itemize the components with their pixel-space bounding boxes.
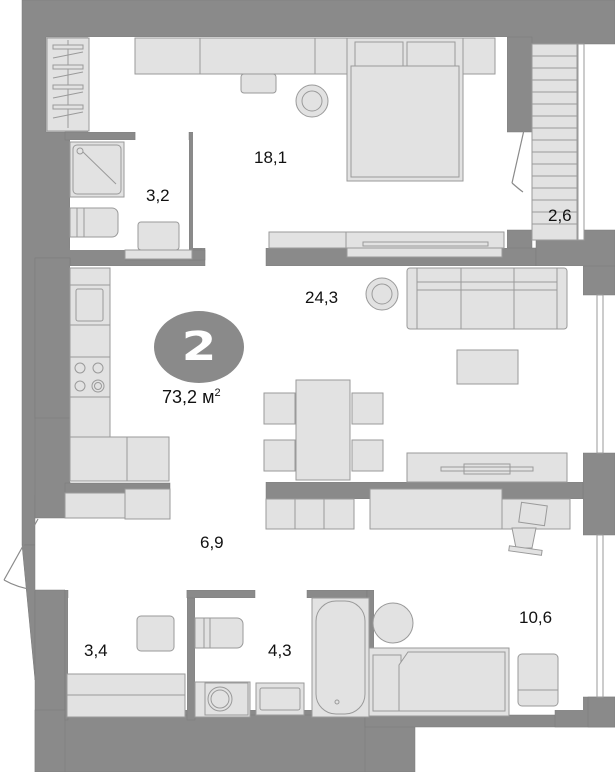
entrance-door-icon <box>3 518 39 581</box>
balcony-floor <box>531 43 578 241</box>
room-area-living-kitchen: 24,3 <box>305 288 339 307</box>
room-area-bathroom-bottom: 4,3 <box>268 641 292 660</box>
room-area-bedroom: 18,1 <box>254 148 288 167</box>
balcony-door-icon <box>511 129 525 184</box>
nightstand-icon <box>240 73 277 94</box>
room-area-balcony: 2,6 <box>548 206 572 225</box>
sofa-icon <box>406 267 568 330</box>
lamp-icon <box>295 84 329 118</box>
fridge-icon <box>126 436 170 482</box>
balcony-slats <box>532 55 577 225</box>
desk-chair-icon <box>511 527 537 549</box>
room-area-bathroom-top: 3,2 <box>146 186 170 205</box>
doors <box>3 129 525 591</box>
toilet-2-icon <box>194 617 244 649</box>
total-area-unit-sup: 2 <box>214 387 221 399</box>
dining-table-icon <box>295 379 351 481</box>
toilet-icon <box>69 207 119 238</box>
pouf-icon <box>365 277 399 311</box>
total-area-value: 73,2 <box>162 387 198 407</box>
total-area: 73,2 м2 <box>162 387 221 408</box>
windows <box>577 43 604 698</box>
total-area-unit: м <box>202 387 215 407</box>
room-area-hallway: 6,9 <box>200 533 224 552</box>
stove-icon <box>69 356 111 398</box>
sink-icon <box>137 221 180 251</box>
room-area-bedroom-2: 10,6 <box>519 608 553 627</box>
furniture <box>46 37 578 718</box>
room-area-wardrobe: 3,4 <box>84 641 108 660</box>
rooms-count-badge: 2 <box>154 311 244 383</box>
round-table-icon <box>372 602 414 644</box>
ottoman-icon <box>136 615 175 652</box>
armchair-icon <box>517 653 559 707</box>
hallway-wardrobe-icon <box>369 488 503 530</box>
coffee-table-icon <box>456 349 519 385</box>
